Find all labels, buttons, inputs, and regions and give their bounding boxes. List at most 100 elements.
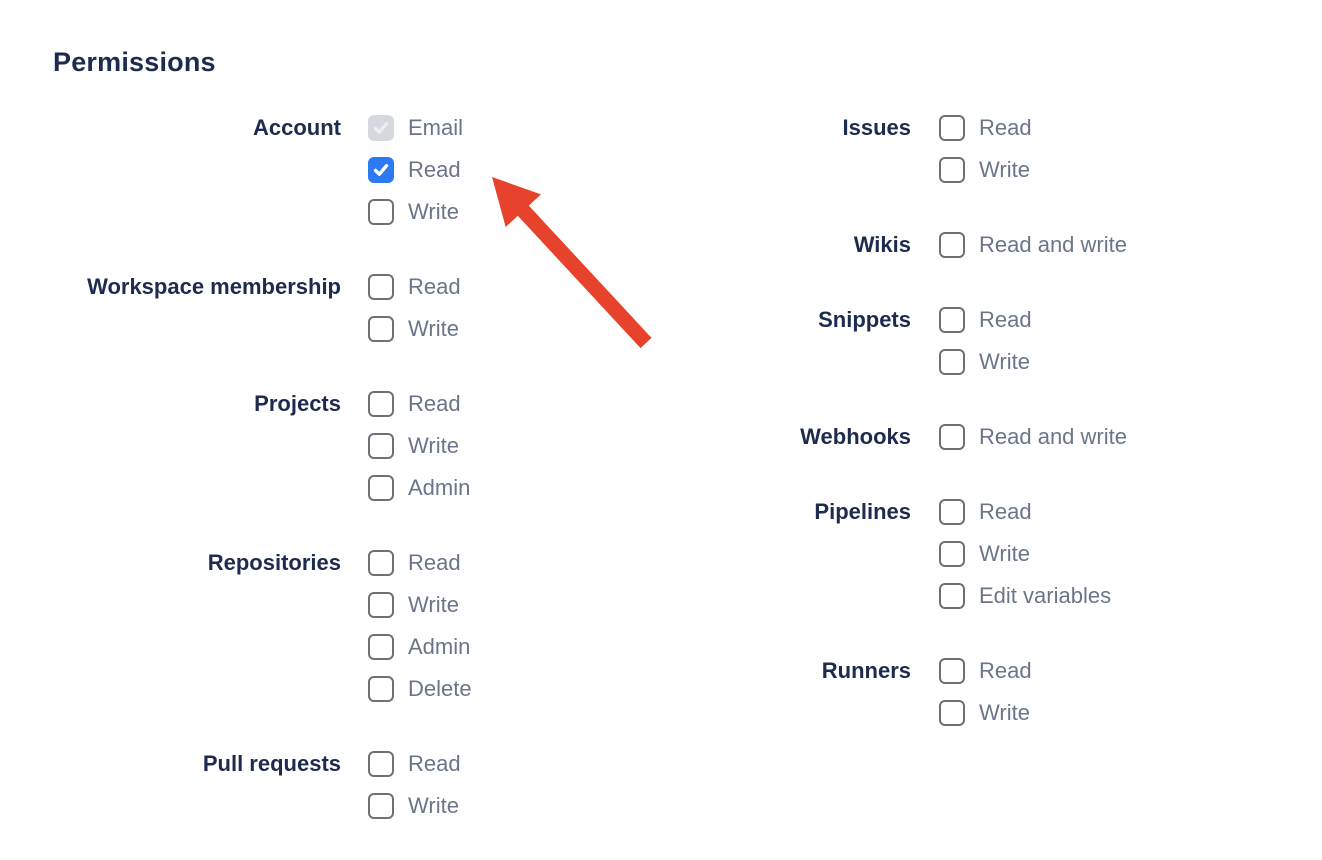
checkbox-label[interactable]: Read	[408, 391, 461, 416]
runners-write-checkbox[interactable]	[939, 700, 965, 726]
checkbox-label[interactable]: Edit variables	[979, 583, 1112, 608]
permission-option-row: Write	[939, 692, 1271, 734]
pipelines-edit-variables-checkbox[interactable]	[939, 583, 965, 609]
permission-option-row: Admin	[368, 467, 673, 509]
workspace-membership-read-checkbox[interactable]	[368, 274, 394, 300]
checkbox-label[interactable]: Read	[408, 751, 461, 776]
permission-group-label: Repositories	[207, 550, 341, 575]
checkbox-label[interactable]: Write	[979, 700, 1030, 725]
permission-group-webhooks: Webhooks Read and write	[711, 416, 1271, 458]
checkbox-label[interactable]: Write	[408, 199, 459, 224]
wikis-read-and-write-checkbox[interactable]	[939, 232, 965, 258]
pull-requests-write-checkbox[interactable]	[368, 793, 394, 819]
checkbox-label[interactable]: Read and write	[979, 232, 1127, 257]
snippets-read-checkbox[interactable]	[939, 307, 965, 333]
permission-option-row: Read	[939, 491, 1271, 533]
permission-option-row: Read	[939, 107, 1271, 149]
permission-option-row: Delete	[368, 668, 673, 710]
checkbox-label[interactable]: Write	[979, 157, 1030, 182]
checkbox-label[interactable]: Read	[979, 499, 1032, 524]
checkbox-label[interactable]: Write	[979, 349, 1030, 374]
checkbox-label[interactable]: Read	[979, 115, 1032, 140]
checkbox-label[interactable]: Admin	[408, 634, 471, 659]
checkbox-label[interactable]: Write	[408, 592, 459, 617]
account-write-checkbox[interactable]	[368, 199, 394, 225]
checkbox-label[interactable]: Read	[979, 658, 1032, 683]
repositories-read-checkbox[interactable]	[368, 550, 394, 576]
projects-read-checkbox[interactable]	[368, 391, 394, 417]
checkbox-label[interactable]: Read and write	[979, 424, 1127, 449]
checkbox-label[interactable]: Write	[408, 316, 459, 341]
permission-option-row: Read	[368, 542, 673, 584]
permission-option-row: Read	[368, 266, 673, 308]
checkbox-label[interactable]: Admin	[408, 475, 471, 500]
snippets-write-checkbox[interactable]	[939, 349, 965, 375]
permission-group-label: Workspace membership	[87, 274, 341, 299]
permission-option-row: Email	[368, 107, 673, 149]
checkbox-label[interactable]: Write	[979, 541, 1030, 566]
permission-option-row: Write	[368, 785, 673, 827]
permission-option-row: Write	[939, 533, 1271, 575]
repositories-delete-checkbox[interactable]	[368, 676, 394, 702]
permission-option-row: Read and write	[939, 224, 1271, 266]
pull-requests-read-checkbox[interactable]	[368, 751, 394, 777]
checkbox-label[interactable]: Read	[408, 157, 461, 182]
permission-group-label: Runners	[821, 658, 911, 683]
account-email-checkbox	[368, 115, 394, 141]
page-title: Permissions	[53, 47, 216, 77]
checkbox-label[interactable]: Delete	[408, 676, 472, 701]
runners-read-checkbox[interactable]	[939, 658, 965, 684]
permission-option-row: Read	[939, 299, 1271, 341]
checkbox-label[interactable]: Read	[408, 274, 461, 299]
permission-group-label: Webhooks	[800, 424, 911, 449]
issues-write-checkbox[interactable]	[939, 157, 965, 183]
checkbox-label[interactable]: Write	[408, 793, 459, 818]
repositories-write-checkbox[interactable]	[368, 592, 394, 618]
checkbox-label[interactable]: Write	[408, 433, 459, 458]
permission-group-label: Pull requests	[202, 751, 341, 776]
projects-write-checkbox[interactable]	[368, 433, 394, 459]
workspace-membership-write-checkbox[interactable]	[368, 316, 394, 342]
webhooks-read-and-write-checkbox[interactable]	[939, 424, 965, 450]
permission-option-row: Read and write	[939, 416, 1271, 458]
checkmark-icon	[373, 122, 389, 134]
checkbox-label[interactable]: Read	[979, 307, 1032, 332]
permission-option-row: Admin	[368, 626, 673, 668]
permission-option-row: Write	[368, 425, 673, 467]
projects-admin-checkbox[interactable]	[368, 475, 394, 501]
permission-option-row: Read	[368, 743, 673, 785]
pipelines-read-checkbox[interactable]	[939, 499, 965, 525]
account-read-checkbox[interactable]	[368, 157, 394, 183]
repositories-admin-checkbox[interactable]	[368, 634, 394, 660]
permission-option-row: Edit variables	[939, 575, 1271, 617]
permission-option-row: Write	[939, 341, 1271, 383]
checkbox-label[interactable]: Email	[408, 115, 464, 140]
pipelines-write-checkbox[interactable]	[939, 541, 965, 567]
checkbox-label[interactable]: Read	[408, 550, 461, 575]
issues-read-checkbox[interactable]	[939, 115, 965, 141]
permission-option-row: Write	[368, 191, 673, 233]
permission-group-wikis: Wikis Read and write	[711, 224, 1271, 266]
permission-option-row: Read	[939, 650, 1271, 692]
permission-option-row: Write	[368, 308, 673, 350]
permission-group-label: Wikis	[853, 232, 911, 257]
